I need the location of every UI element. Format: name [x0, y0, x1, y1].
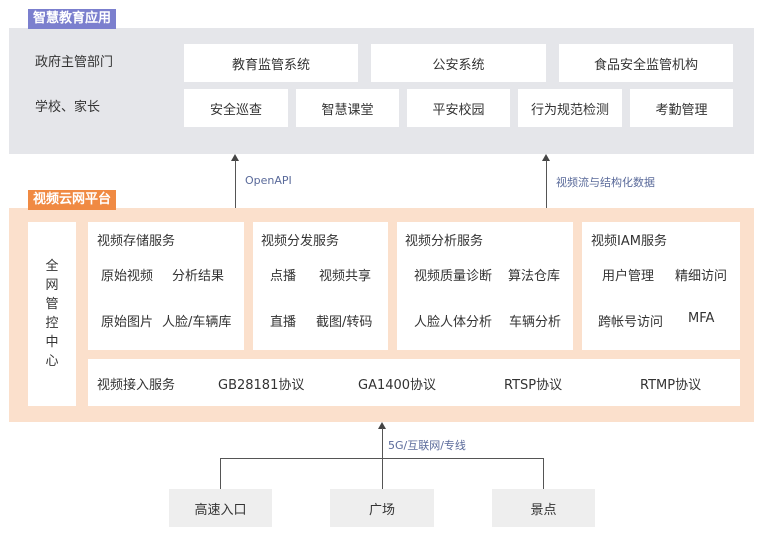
center-char: 心	[45, 354, 59, 369]
access-service-title: 视频接入服务	[97, 378, 176, 393]
food-safety-box: 食品安全监管机构	[559, 44, 733, 82]
center-char: 网	[45, 278, 59, 293]
analysis-item: 视频质量诊断	[414, 269, 493, 284]
iam-item: 用户管理	[602, 269, 655, 284]
storage-item: 分析结果	[172, 269, 225, 284]
edu-supervision-box: 教育监管系统	[184, 44, 358, 82]
center-char: 全	[45, 259, 59, 274]
analysis-item: 算法仓库	[508, 269, 561, 284]
analysis-item: 人脸人体分析	[414, 315, 493, 330]
source-drop-line	[382, 458, 383, 489]
center-char: 中	[45, 335, 59, 350]
openapi-line	[235, 160, 236, 208]
distribution-item: 截图/转码	[316, 315, 373, 330]
access-service-box	[88, 359, 740, 406]
smart-class-box: 智慧课堂	[296, 89, 399, 127]
source-drop-line	[543, 458, 544, 489]
storage-item: 人脸/车辆库	[162, 315, 232, 330]
storage-item: 原始视频	[101, 269, 154, 284]
network-arrow-icon	[378, 422, 386, 429]
stream-arrow-icon	[542, 154, 550, 161]
iam-item: MFA	[688, 311, 715, 326]
network-label: 5G/互联网/专线	[388, 439, 466, 452]
stream-line	[546, 160, 547, 208]
iam-item: 跨帐号访问	[598, 315, 664, 330]
behavior-detection-box: 行为规范检测	[518, 89, 622, 127]
school-row-label: 学校、家长	[35, 100, 101, 115]
safety-patrol-box: 安全巡查	[184, 89, 288, 127]
openapi-arrow-icon	[231, 154, 239, 161]
iam-item: 精细访问	[675, 269, 728, 284]
attendance-box: 考勤管理	[630, 89, 733, 127]
analysis-service-box	[397, 222, 573, 350]
network-control-center: 全 网 管 控 中 心	[28, 222, 76, 406]
safe-campus-box: 平安校园	[407, 89, 510, 127]
network-line	[382, 428, 383, 458]
analysis-item: 车辆分析	[509, 315, 562, 330]
center-char: 控	[45, 316, 59, 331]
gov-row-label: 政府主管部门	[35, 55, 114, 70]
source-drop-line	[220, 458, 221, 489]
center-char: 管	[45, 297, 59, 312]
protocol-item: GA1400协议	[358, 378, 437, 393]
distribution-item: 点播	[270, 269, 297, 284]
distribution-service-title: 视频分发服务	[261, 234, 340, 249]
storage-service-title: 视频存储服务	[97, 234, 176, 249]
education-app-tag: 智慧教育应用	[28, 9, 117, 29]
stream-label: 视频流与结构化数据	[556, 176, 655, 189]
scenic-spot-box: 景点	[492, 489, 595, 527]
protocol-item: RTSP协议	[504, 378, 563, 393]
analysis-service-title: 视频分析服务	[405, 234, 484, 249]
video-cloud-tag: 视频云网平台	[28, 190, 117, 210]
storage-service-box	[88, 222, 244, 350]
openapi-label: OpenAPI	[245, 174, 292, 187]
iam-service-box	[582, 222, 740, 350]
distribution-item: 视频共享	[319, 269, 372, 284]
plaza-box: 广场	[330, 489, 434, 527]
iam-service-title: 视频IAM服务	[591, 234, 667, 249]
protocol-item: RTMP协议	[640, 378, 702, 393]
highway-entrance-box: 高速入口	[169, 489, 272, 527]
distribution-service-box	[253, 222, 388, 350]
distribution-item: 直播	[270, 315, 297, 330]
protocol-item: GB28181协议	[218, 378, 305, 393]
storage-item: 原始图片	[101, 315, 154, 330]
police-system-box: 公安系统	[371, 44, 546, 82]
